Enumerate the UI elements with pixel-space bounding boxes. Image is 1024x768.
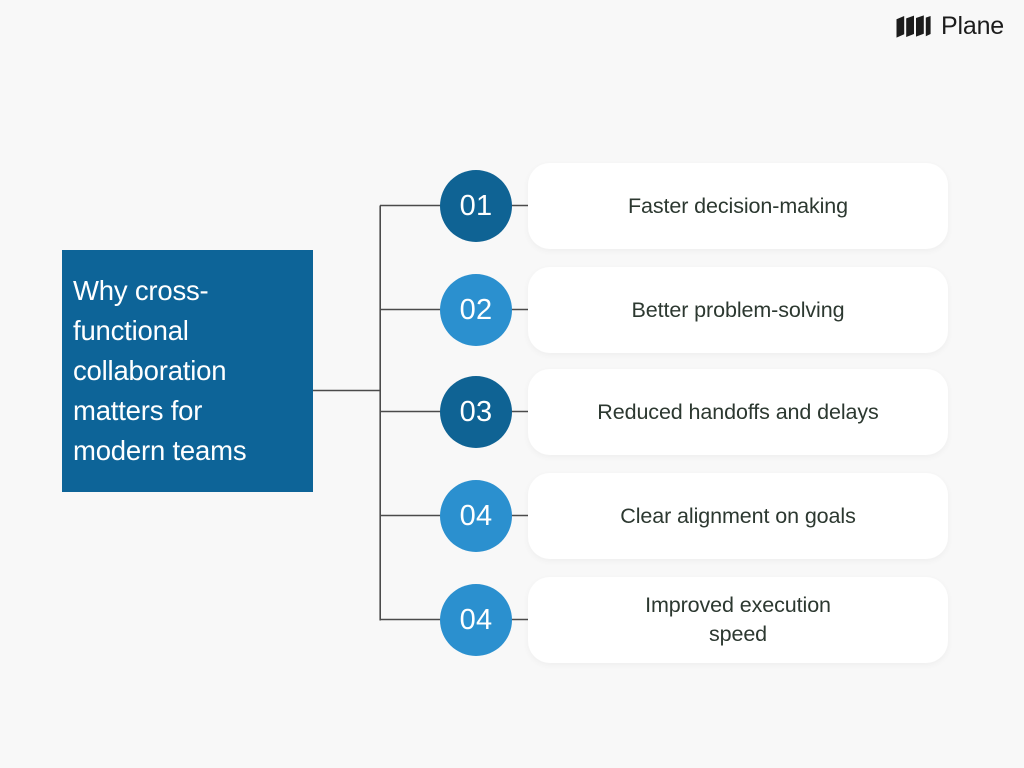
item-pill[interactable]: Better problem-solving: [528, 267, 948, 353]
item-pill[interactable]: Faster decision-making: [528, 163, 948, 249]
item-label: Better problem-solving: [631, 297, 845, 322]
brand-name: Plane: [941, 12, 1004, 40]
item-label: Clear alignment on goals: [620, 503, 856, 528]
plane-logo-mark-icon: [896, 14, 932, 39]
item-pill[interactable]: Improved execution speed: [528, 577, 948, 663]
item-number-badge: 04: [440, 480, 512, 552]
list-item[interactable]: 04 Clear alignment on goals: [440, 473, 950, 559]
list-item[interactable]: 01 Faster decision-making: [440, 163, 950, 249]
item-number-badge: 04: [440, 584, 512, 656]
title-block: Why cross- functional collaboration matt…: [62, 250, 313, 492]
list-item[interactable]: 04 Improved execution speed: [440, 577, 950, 663]
item-pill[interactable]: Clear alignment on goals: [528, 473, 948, 559]
item-pill[interactable]: Reduced handoffs and delays: [528, 369, 948, 455]
item-label: Faster decision-making: [627, 193, 849, 218]
list-item[interactable]: 02 Better problem-solving: [440, 267, 950, 353]
item-label: Reduced handoffs and delays: [597, 399, 879, 424]
item-label: Improved execution speed: [645, 593, 831, 646]
page-title: Why cross- functional collaboration matt…: [73, 275, 247, 466]
item-number-badge: 01: [440, 170, 512, 242]
list-item[interactable]: 03 Reduced handoffs and delays: [440, 369, 950, 455]
item-number-badge: 03: [440, 376, 512, 448]
brand-logo: Plane: [896, 14, 1004, 39]
item-number-badge: 02: [440, 274, 512, 346]
